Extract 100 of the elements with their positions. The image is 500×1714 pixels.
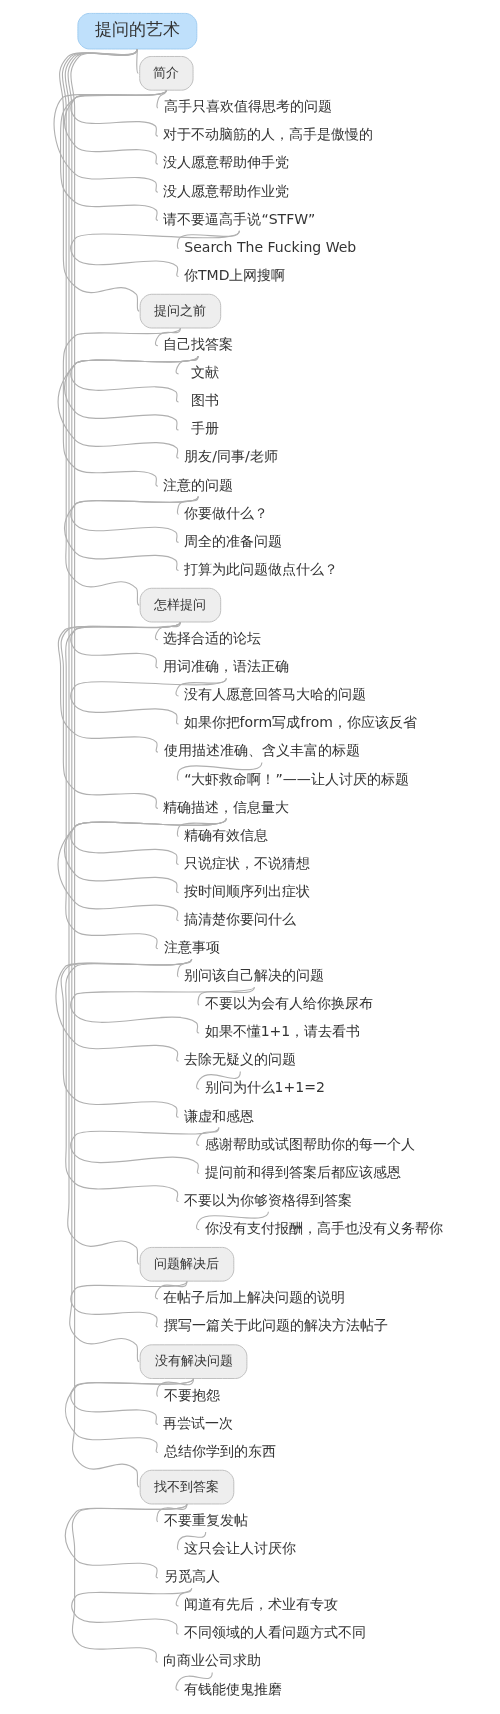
connector xyxy=(64,958,192,1203)
connector xyxy=(69,621,181,669)
connector xyxy=(196,986,255,1006)
node-text: 搞清楚你要问什么 xyxy=(183,910,296,927)
node-text: 另觅高人 xyxy=(163,1568,220,1585)
node-text: 图书 xyxy=(190,392,219,409)
node-text: 朋友/同事/老师 xyxy=(183,448,278,465)
node-text: 去除无疑义的问题 xyxy=(183,1051,296,1068)
node-text: 你TMD上网搜啊 xyxy=(183,266,285,283)
node-text: 你要做什么？ xyxy=(183,504,268,521)
node-text: 没有人愿意回答马大哈的问题 xyxy=(183,686,366,703)
node-text: 按时间顺序列出症状 xyxy=(183,882,310,899)
connector xyxy=(71,1503,188,1663)
node-text: 如果不懂1+1，请去看书 xyxy=(204,1023,360,1040)
node-text: 注意事项 xyxy=(163,939,220,956)
connector xyxy=(154,621,181,641)
node-text: 文献 xyxy=(190,364,219,381)
connector xyxy=(69,986,255,1034)
node-text: 在帖子后加上解决问题的说明 xyxy=(162,1289,345,1306)
node-text: 你没有支付报酬，高手也没有义务帮你 xyxy=(204,1219,443,1236)
node-text: 打算为此问题做点什么？ xyxy=(183,560,338,577)
node-box: 没有解决问题 xyxy=(139,1344,247,1379)
node-text: 总结你学到的东西 xyxy=(163,1442,276,1459)
node-text: 再尝试一次 xyxy=(162,1414,233,1431)
node-text: 只说症状，不说猜想 xyxy=(183,854,310,871)
node-text: 谦虚和感恩 xyxy=(183,1107,254,1124)
node-text: 这只会让人讨厌你 xyxy=(183,1540,296,1557)
node-text: 选择合适的论坛 xyxy=(162,630,261,647)
node-text: 请不要逼高手说“STFW” xyxy=(162,210,315,227)
node-text: 没人愿意帮助作业党 xyxy=(162,182,289,199)
connector xyxy=(53,89,167,193)
connector xyxy=(69,1127,219,1174)
connector xyxy=(64,1377,194,1454)
connector xyxy=(69,1377,194,1425)
node-text: 对于不动脑筋的人，高手是傲慢的 xyxy=(162,126,373,143)
node-text: 提问前和得到答案后都应该感恩 xyxy=(204,1163,401,1180)
connector xyxy=(63,818,227,894)
connector xyxy=(176,1531,206,1551)
connector xyxy=(195,1070,241,1090)
node-text: 不要抱怨 xyxy=(163,1386,220,1403)
node-text: 精确描述，信息量大 xyxy=(162,798,289,815)
connector xyxy=(64,621,181,950)
connector xyxy=(63,89,167,165)
connector xyxy=(154,1280,188,1300)
connector xyxy=(195,1211,269,1231)
node-text: 精确有效信息 xyxy=(183,826,268,843)
connector xyxy=(176,230,240,249)
connector xyxy=(70,1587,192,1635)
node-text: 不要以为会有人给你换尿布 xyxy=(204,995,373,1012)
node-text: 如果你把form写成from，你应该反省 xyxy=(183,714,417,731)
connector xyxy=(60,621,181,809)
node-box: 问题解决后 xyxy=(139,1246,234,1282)
node-text: Search The Fucking Web xyxy=(183,238,356,255)
node-text: 撰写一篇关于此问题的解决方法帖子 xyxy=(163,1317,388,1334)
node-text: 闻道有先后，术业有专攻 xyxy=(183,1596,338,1613)
connector xyxy=(195,1127,219,1146)
node-text: 高手只喜欢值得思考的问题 xyxy=(163,98,332,115)
connector xyxy=(69,818,227,866)
connector xyxy=(59,89,167,221)
connector xyxy=(69,230,240,278)
connector xyxy=(62,327,181,487)
node-text: 自己找答案 xyxy=(162,336,233,353)
connector xyxy=(63,355,199,431)
connector xyxy=(56,818,227,922)
connector xyxy=(175,1587,192,1607)
connector xyxy=(155,1377,194,1397)
node-text: 周全的准备问题 xyxy=(183,532,282,549)
connector xyxy=(69,495,199,543)
connector xyxy=(175,355,199,375)
node-box: 怎样提问 xyxy=(139,587,221,623)
connector xyxy=(54,958,192,1062)
connector xyxy=(176,761,262,781)
connector xyxy=(176,958,192,978)
node-text: 不要重复发帖 xyxy=(163,1512,248,1529)
connector xyxy=(155,1503,188,1523)
node-text: 用词准确，语法正确 xyxy=(162,658,289,675)
node-text: 没人愿意帮助伸手党 xyxy=(162,154,289,171)
connector xyxy=(69,355,199,403)
node-text: 别问该自己解决的问题 xyxy=(183,967,324,984)
node-text: 使用描述准确、含义丰富的标题 xyxy=(163,742,360,759)
node-text: 别问为什么1+1=2 xyxy=(204,1079,325,1096)
node-text: 不要以为你够资格得到答案 xyxy=(183,1191,352,1208)
node-text: 向商业公司求助 xyxy=(162,1652,261,1669)
node-text: 有钱能使鬼推磨 xyxy=(183,1680,282,1697)
connector xyxy=(57,621,181,753)
node-text: 感谢帮助或试图帮助你的每一个人 xyxy=(204,1135,415,1152)
node-box: 简介 xyxy=(138,56,193,91)
connector xyxy=(63,495,199,572)
connector xyxy=(60,958,192,1118)
node-box: 提问的艺术 xyxy=(76,12,197,50)
node-text: 手册 xyxy=(190,420,219,437)
connector xyxy=(69,1280,188,1328)
connector xyxy=(174,1671,213,1691)
connector xyxy=(135,48,139,74)
node-text: 注意的问题 xyxy=(162,476,233,493)
connector xyxy=(176,495,199,515)
connector xyxy=(69,677,227,725)
node-text: 不同领域的人看问题方式不同 xyxy=(183,1624,366,1641)
node-text: “大虾救命啊！”——让人讨厌的标题 xyxy=(183,770,409,787)
node-box: 找不到答案 xyxy=(139,1469,234,1505)
